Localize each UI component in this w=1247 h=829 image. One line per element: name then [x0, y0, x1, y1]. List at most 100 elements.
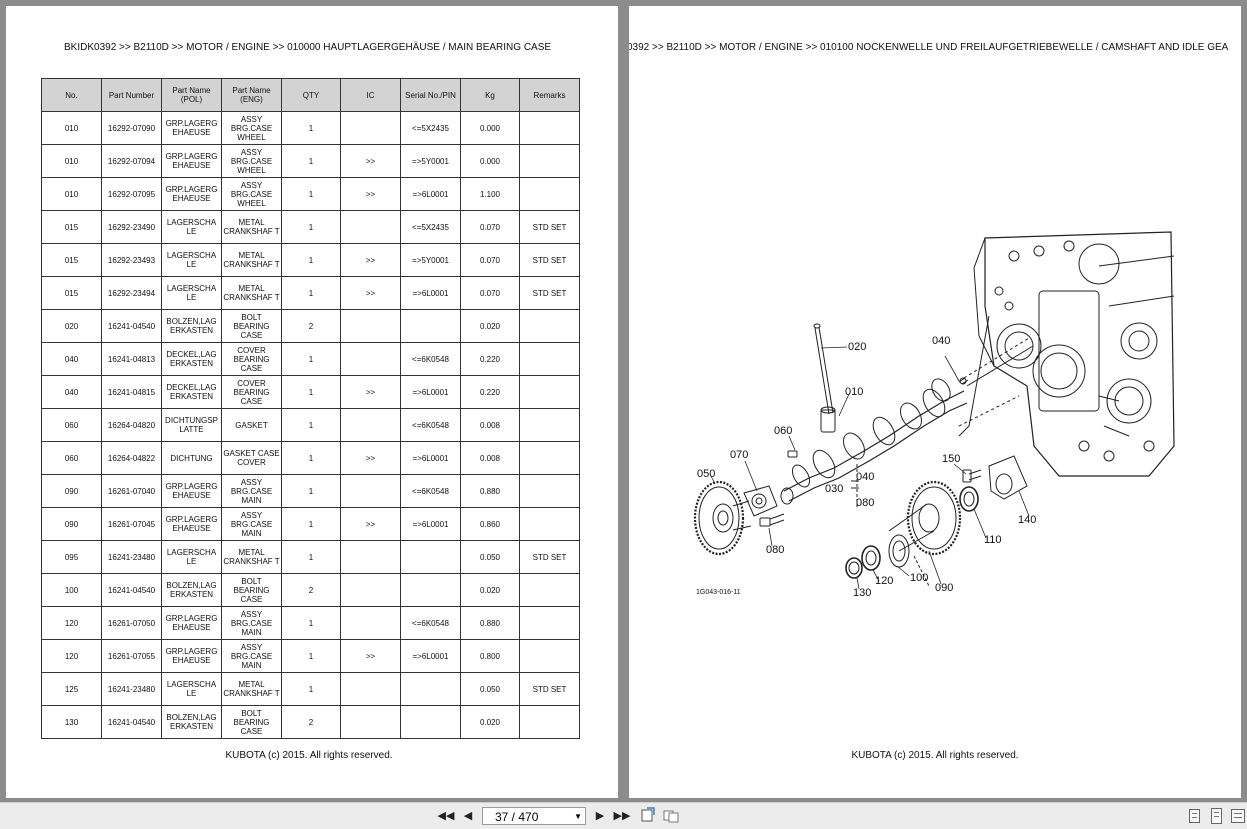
- viewer-toolbar: ◀◀ ◀ 37 / 470 ▼ ▶ ▶▶: [0, 802, 1247, 829]
- table-cell: 1: [281, 639, 341, 673]
- table-cell: 1: [281, 276, 341, 310]
- table-cell: [340, 309, 401, 343]
- table-cell: GASKET: [221, 408, 282, 442]
- table-cell: 0.000: [460, 144, 520, 178]
- table-cell: 1: [281, 144, 341, 178]
- table-cell: 2: [281, 309, 341, 343]
- column-header: Kg: [460, 78, 520, 112]
- table-cell: [340, 210, 401, 244]
- table-cell: 0.880: [460, 474, 520, 508]
- table-cell: GRP.LAGERG EHAEUSE: [161, 507, 222, 541]
- page-number-select[interactable]: 37 / 470 ▼: [482, 807, 586, 825]
- fit-page-icon[interactable]: [639, 807, 657, 825]
- table-cell: METAL CRANKSHAF T: [221, 672, 282, 706]
- table-cell: 16241-23480: [101, 540, 162, 574]
- table-cell: 0.020: [460, 573, 520, 607]
- table-cell: =>5Y0001: [400, 243, 461, 277]
- table-cell: [519, 507, 580, 541]
- table-cell: LAGERSCHA LE: [161, 540, 222, 574]
- table-cell: <=6K0548: [400, 474, 461, 508]
- table-cell: [519, 342, 580, 376]
- table-cell: [519, 111, 580, 145]
- table-cell: METAL CRANKSHAF T: [221, 210, 282, 244]
- thrust-plate-drawing: [743, 485, 778, 517]
- table-cell: ASSY BRG.CASE MAIN: [221, 507, 282, 541]
- table-cell: GRP.LAGERG EHAEUSE: [161, 111, 222, 145]
- table-cell: METAL CRANKSHAF T: [221, 276, 282, 310]
- table-cell: =>6L0001: [400, 375, 461, 409]
- table-cell: 015: [41, 243, 102, 277]
- table-cell: >>: [340, 243, 401, 277]
- table-cell: STD SET: [519, 210, 580, 244]
- table-cell: 0.050: [460, 540, 520, 574]
- table-cell: 1: [281, 177, 341, 211]
- table-cell: ASSY BRG.CASE WHEEL: [221, 144, 282, 178]
- next-page-icon[interactable]: ▶: [595, 810, 605, 822]
- table-cell: STD SET: [519, 276, 580, 310]
- table-cell: 0.880: [460, 606, 520, 640]
- table-cell: 0.070: [460, 210, 520, 244]
- column-header: IC: [340, 78, 401, 112]
- table-cell: 0.800: [460, 639, 520, 673]
- callout-040: 040: [932, 335, 950, 347]
- table-cell: 0.000: [460, 111, 520, 145]
- two-page-view-icon[interactable]: [1231, 809, 1245, 823]
- idle-gear-drawing: [888, 480, 962, 568]
- table-cell: >>: [340, 144, 401, 178]
- table-cell: LAGERSCHA LE: [161, 276, 222, 310]
- table-cell: 1: [281, 441, 341, 475]
- table-cell: [400, 705, 461, 739]
- table-cell: GRP.LAGERG EHAEUSE: [161, 606, 222, 640]
- continuous-view-icon[interactable]: [1211, 808, 1222, 824]
- table-cell: BOLT BEARING CASE: [221, 309, 282, 343]
- camshaft-drawing: [780, 337, 1034, 505]
- table-cell: 2: [281, 573, 341, 607]
- fit-width-icon[interactable]: [662, 807, 680, 825]
- table-cell: >>: [340, 276, 401, 310]
- table-cell: >>: [340, 441, 401, 475]
- table-cell: =>6L0001: [400, 639, 461, 673]
- table-cell: [519, 639, 580, 673]
- table-cell: GRP.LAGERG EHAEUSE: [161, 639, 222, 673]
- table-cell: DECKEL,LAG ERKASTEN: [161, 375, 222, 409]
- table-cell: GRP.LAGERG EHAEUSE: [161, 177, 222, 211]
- table-cell: 0.008: [460, 408, 520, 442]
- table-cell: 100: [41, 573, 102, 607]
- table-cell: STD SET: [519, 243, 580, 277]
- callout-150: 150: [942, 453, 960, 465]
- table-cell: =>6L0001: [400, 276, 461, 310]
- table-cell: 040: [41, 342, 102, 376]
- bolt-080-drawing: [759, 513, 785, 527]
- first-page-icon[interactable]: ◀◀: [437, 810, 455, 822]
- single-page-view-icon[interactable]: [1189, 809, 1200, 823]
- table-cell: 130: [41, 705, 102, 739]
- table-cell: 0.070: [460, 276, 520, 310]
- table-cell: 0.008: [460, 441, 520, 475]
- push-rod-drawing: [813, 323, 836, 433]
- callout-120: 120: [875, 575, 893, 587]
- prev-page-icon[interactable]: ◀: [463, 810, 473, 822]
- page-breadcrumb: BKIDK0392 >> B2110D >> MOTOR / ENGINE >>…: [64, 42, 552, 53]
- table-cell: 020: [41, 309, 102, 343]
- table-cell: 16292-23494: [101, 276, 162, 310]
- table-cell: LAGERSCHA LE: [161, 210, 222, 244]
- document-page-right: 0392 >> B2110D >> MOTOR / ENGINE >> 0101…: [629, 6, 1241, 798]
- table-cell: GASKET CASE COVER: [221, 441, 282, 475]
- document-page-left: BKIDK0392 >> B2110D >> MOTOR / ENGINE >>…: [6, 6, 618, 798]
- table-cell: COVER BEARING CASE: [221, 375, 282, 409]
- table-cell: [519, 375, 580, 409]
- table-cell: [340, 606, 401, 640]
- table-cell: =>6L0001: [400, 441, 461, 475]
- callout-090: 090: [935, 582, 953, 594]
- last-page-icon[interactable]: ▶▶: [613, 810, 631, 822]
- table-cell: 16241-04540: [101, 705, 162, 739]
- table-cell: ASSY BRG.CASE MAIN: [221, 474, 282, 508]
- table-cell: 1: [281, 606, 341, 640]
- table-cell: 0.220: [460, 342, 520, 376]
